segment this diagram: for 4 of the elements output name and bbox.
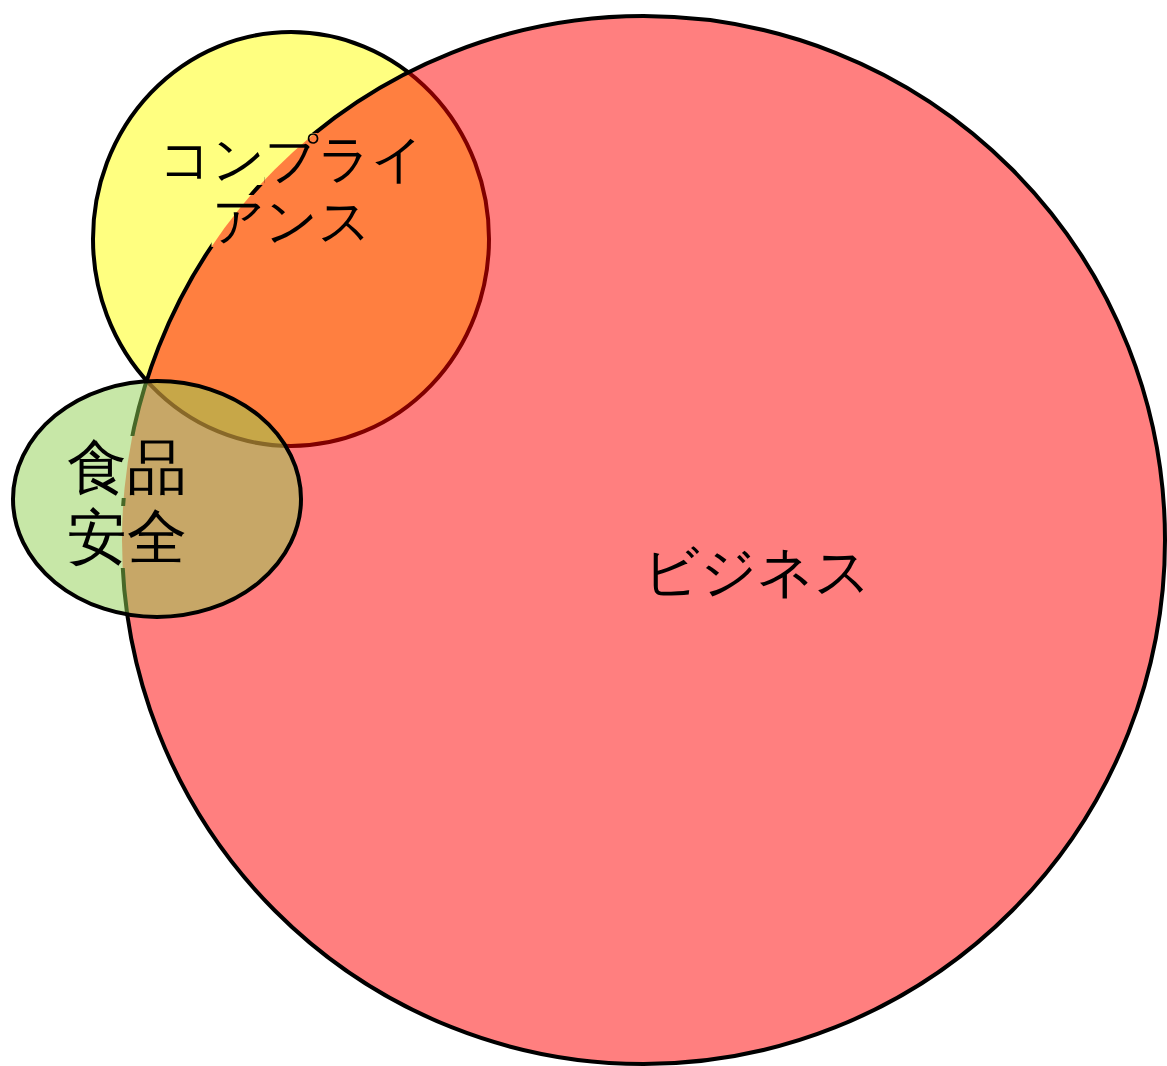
circle-label: コンプライアンス xyxy=(157,128,425,252)
venn-circle xyxy=(11,379,303,619)
circle-label: 食品安全 xyxy=(66,432,188,572)
circle-label: ビジネス xyxy=(642,540,872,604)
